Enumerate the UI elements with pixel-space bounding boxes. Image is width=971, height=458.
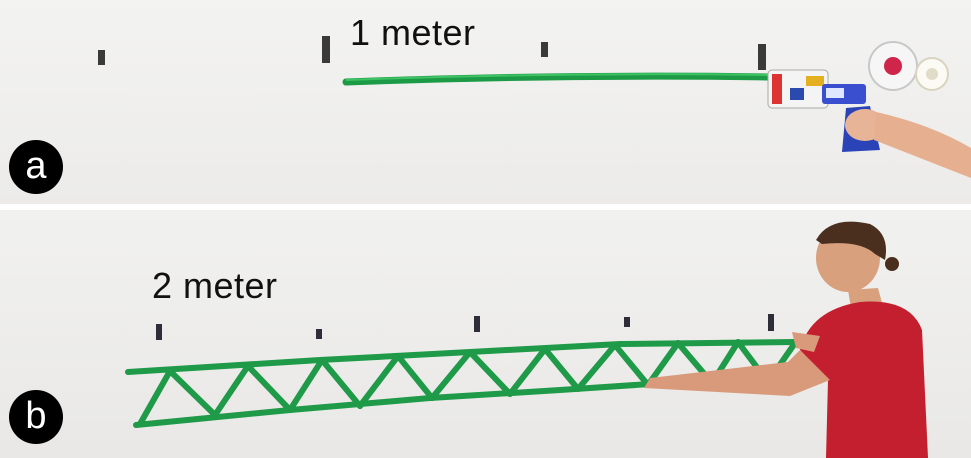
- green-tube-highlight: [345, 73, 773, 81]
- panel-b-caption: 2 meter: [152, 265, 278, 306]
- green-tube: [342, 72, 776, 86]
- panel-b-scene: [125, 221, 928, 458]
- tape-mark: [541, 42, 548, 57]
- panel-a: 1 meter a: [0, 0, 971, 204]
- panel-b: 2 meter b: [0, 210, 971, 458]
- tape-mark: [322, 36, 330, 63]
- tape-mark: [474, 316, 480, 332]
- person: [644, 221, 928, 458]
- tape-mark: [624, 317, 630, 327]
- tape-gun-device: [767, 41, 971, 178]
- panel-divider: [0, 204, 971, 210]
- panel-a-caption: 1 meter: [350, 12, 476, 53]
- panel-b-badge: b: [9, 390, 63, 444]
- tape-mark: [758, 44, 766, 70]
- panel-a-badge: a: [9, 140, 63, 194]
- tape-mark: [98, 50, 105, 65]
- tape-mark: [156, 324, 162, 340]
- tape-mark: [768, 314, 774, 331]
- tape-mark: [316, 329, 322, 339]
- panel-a-scene: [98, 36, 971, 178]
